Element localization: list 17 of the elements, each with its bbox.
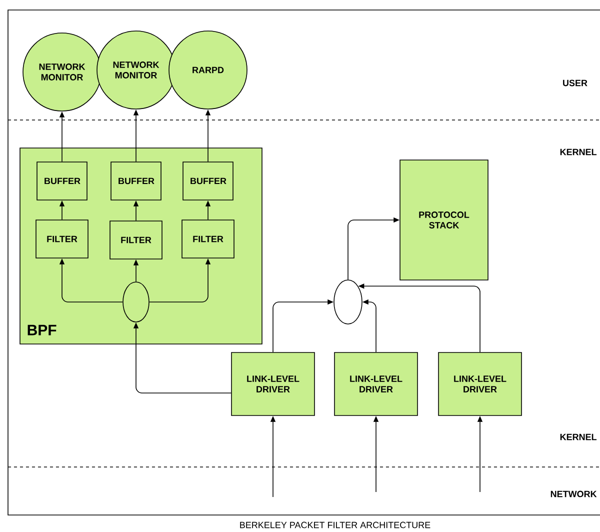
process-box: PROTOCOL STACK (400, 160, 488, 280)
layer-label: KERNEL (560, 434, 597, 440)
filter-box: FILTER (110, 220, 162, 260)
junction-ellipse (334, 280, 362, 324)
driver-box: LINK-LEVEL DRIVER (231, 352, 315, 416)
layer-label: NETWORK (550, 490, 597, 498)
junction-ellipse (122, 282, 150, 322)
buffer-box: BUFFER (36, 162, 88, 200)
driver-box: LINK-LEVEL DRIVER (334, 352, 418, 416)
layer-label: USER (563, 80, 588, 86)
driver-box: LINK-LEVEL DRIVER (438, 352, 522, 416)
filter-box: FILTER (182, 220, 234, 258)
buffer-box: BUFFER (110, 162, 162, 200)
filter-box: FILTER (36, 220, 88, 258)
layer-label: KERNEL (560, 148, 597, 156)
caption: BERKELEY PACKET FILTER ARCHITECTURE (240, 522, 430, 528)
buffer-box: BUFFER (182, 162, 234, 200)
